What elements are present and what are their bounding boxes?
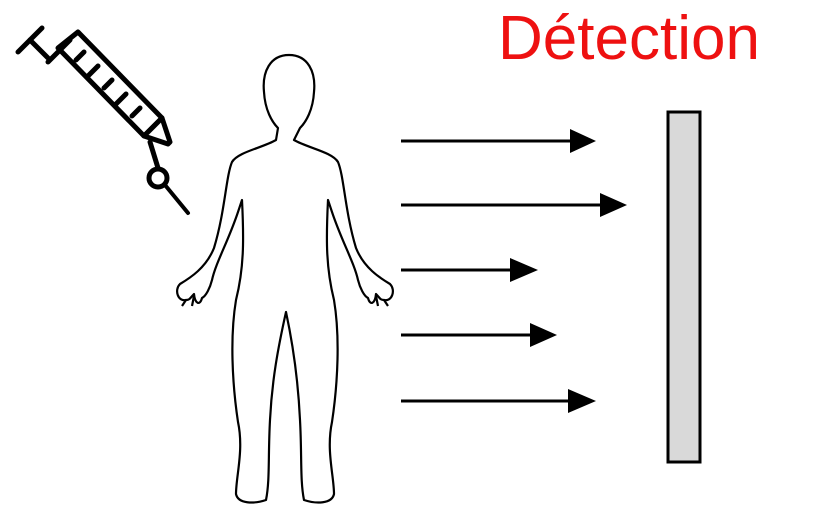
detection-title: Détection [498,8,760,70]
human-body-icon [177,55,393,502]
syringe-icon [18,28,188,213]
arrow-5 [401,389,596,413]
arrow-4 [401,323,557,347]
arrow-3 [401,258,538,282]
arrow-1 [401,129,596,153]
detector-plate [668,112,700,462]
arrows [401,129,627,413]
arrow-2 [401,193,627,217]
